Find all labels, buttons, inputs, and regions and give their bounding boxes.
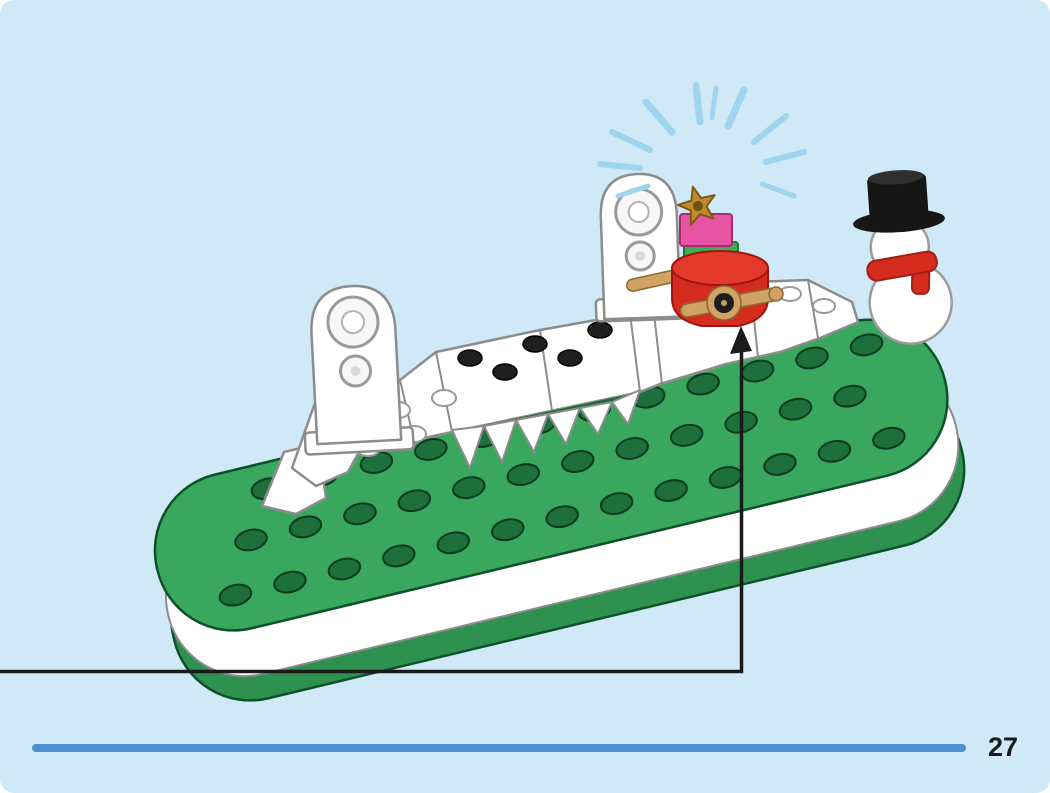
top-hat bbox=[853, 170, 945, 233]
callout-arrow bbox=[0, 326, 752, 674]
footer-divider-line bbox=[32, 743, 966, 752]
hull-studs-black bbox=[457, 321, 613, 381]
scarf-band bbox=[866, 250, 938, 282]
sparkle-burst bbox=[597, 82, 807, 199]
gift-pink-brick bbox=[679, 213, 733, 247]
page-number: 27 bbox=[987, 732, 1018, 762]
hull-teeth bbox=[451, 389, 641, 469]
gold-star-piece bbox=[677, 185, 716, 226]
white-hull bbox=[290, 278, 860, 488]
page-footer: 27 bbox=[0, 734, 1050, 761]
snowman bbox=[853, 170, 953, 345]
arch-piece-left bbox=[303, 284, 415, 456]
handlebar-piece bbox=[679, 285, 784, 321]
arch-piece-right bbox=[594, 172, 692, 323]
sleigh-base-plate bbox=[153, 318, 966, 702]
